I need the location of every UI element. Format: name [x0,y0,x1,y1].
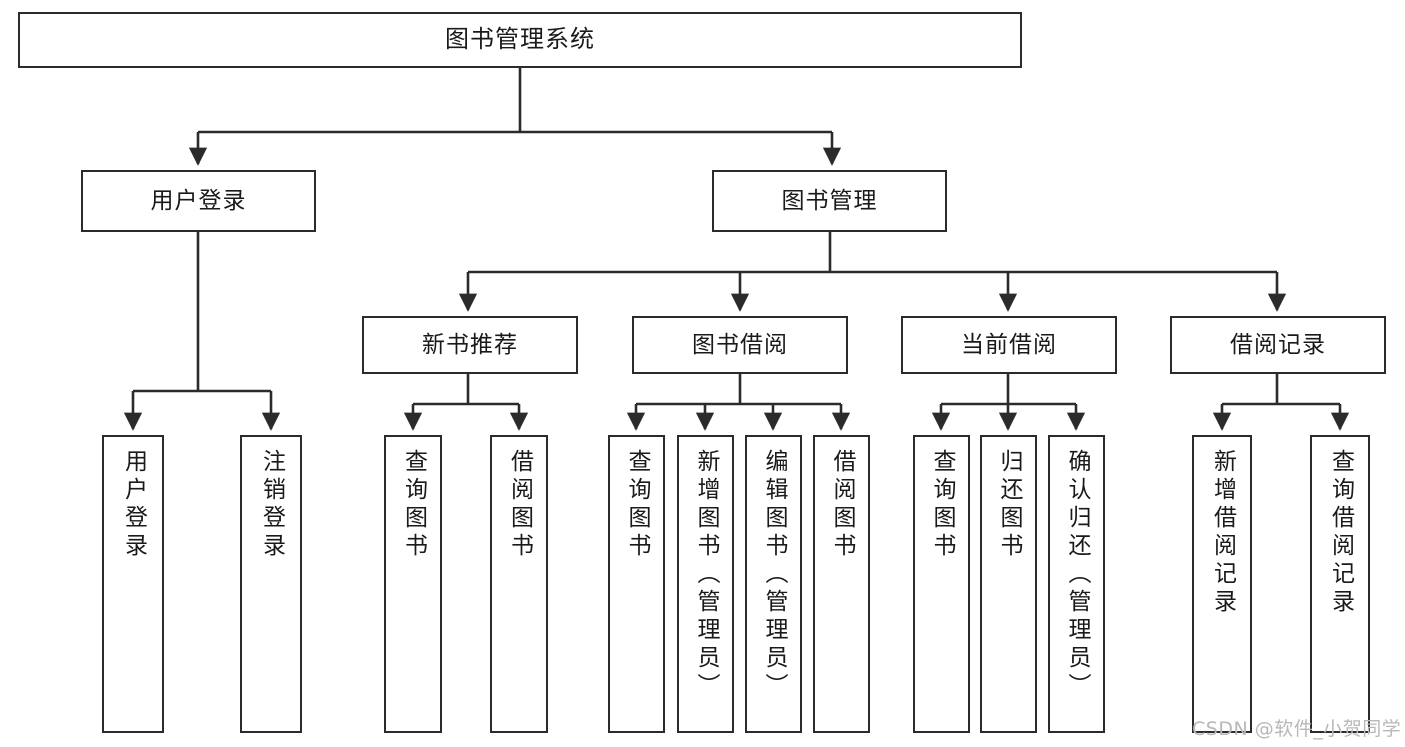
node-borrow-record-label: 借阅记录 [1230,331,1326,358]
node-leaf-logout-login-label: 注销登录 [258,449,285,561]
node-leaf-logout-login[interactable]: 注销登录 [240,435,302,733]
node-user-login-label: 用户登录 [150,187,247,214]
node-current-borrow-label: 当前借阅 [961,331,1057,358]
node-leaf-query-record-label: 查询借阅记录 [1327,449,1354,617]
node-root[interactable]: 图书管理系统 [18,12,1022,68]
node-leaf-return-book-label: 归还图书 [996,449,1022,561]
node-leaf-edit-book[interactable]: 编辑图书（管理员） [745,435,802,733]
node-leaf-add-book[interactable]: 新增图书（管理员） [677,435,734,733]
node-leaf-user-login[interactable]: 用户登录 [102,435,164,733]
node-leaf-user-login-label: 用户登录 [120,449,147,561]
node-leaf-query-book-1-label: 查询图书 [400,449,427,561]
node-leaf-edit-book-label: 编辑图书（管理员） [761,449,787,701]
node-root-label: 图书管理系统 [445,25,595,54]
node-leaf-borrow-book-2-label: 借阅图书 [829,449,855,561]
node-leaf-query-book-3-label: 查询图书 [929,449,955,561]
node-leaf-add-book-label: 新增图书（管理员） [693,449,719,701]
node-new-book-recommend[interactable]: 新书推荐 [362,316,578,374]
node-leaf-query-record[interactable]: 查询借阅记录 [1310,435,1370,733]
node-leaf-query-book-1[interactable]: 查询图书 [384,435,442,733]
node-borrow-record[interactable]: 借阅记录 [1170,316,1386,374]
node-leaf-borrow-book-1[interactable]: 借阅图书 [490,435,548,733]
node-leaf-add-record[interactable]: 新增借阅记录 [1192,435,1252,733]
node-book-borrow-label: 图书借阅 [692,331,788,358]
watermark-text: CSDN @软件_小贺同学 [1192,718,1402,740]
node-new-book-recommend-label: 新书推荐 [422,331,518,358]
node-book-management-label: 图书管理 [781,187,878,214]
node-current-borrow[interactable]: 当前借阅 [901,316,1117,374]
node-leaf-query-book-2[interactable]: 查询图书 [608,435,665,733]
node-leaf-confirm-return[interactable]: 确认归还（管理员） [1048,435,1105,733]
node-user-login[interactable]: 用户登录 [81,170,316,232]
node-leaf-add-record-label: 新增借阅记录 [1209,449,1236,617]
node-leaf-borrow-book-2[interactable]: 借阅图书 [813,435,870,733]
node-book-management[interactable]: 图书管理 [712,170,947,232]
node-leaf-return-book[interactable]: 归还图书 [980,435,1037,733]
node-leaf-borrow-book-1-label: 借阅图书 [506,449,533,561]
node-leaf-query-book-2-label: 查询图书 [624,449,650,561]
node-book-borrow[interactable]: 图书借阅 [632,316,848,374]
node-leaf-confirm-return-label: 确认归还（管理员） [1064,449,1090,701]
node-leaf-query-book-3[interactable]: 查询图书 [913,435,970,733]
